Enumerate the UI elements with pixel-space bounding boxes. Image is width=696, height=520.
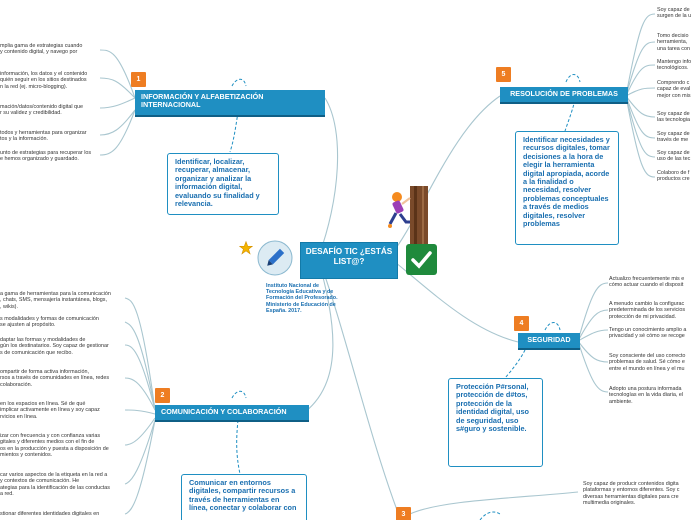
topic-3-number: 3 (396, 507, 411, 520)
topic-5-number: 5 (496, 67, 511, 82)
res-item-4: Comprendo c capaz de eval mejor con mis (657, 80, 691, 99)
res-item-6: Soy capaz de través de me (657, 131, 690, 144)
topic-2-number: 2 (155, 388, 170, 403)
res-item-1: Soy capaz de surgen de la u (657, 7, 692, 20)
summary-informacion[interactable]: Identificar, localizar, recuperar, almac… (167, 153, 279, 215)
info-item-1: mplia gama de estrategias cuando y conte… (0, 43, 83, 56)
com-item-1: a gama de herramientas para la comunicac… (0, 291, 111, 310)
com-item-4: ompartir de forma activa información, rs… (0, 369, 110, 388)
topic-4-number: 4 (514, 316, 529, 331)
com-item-5: en los espacios en línea. Sé de qué impl… (0, 401, 100, 420)
com-item-8: stionar diferentes identidades digitales… (0, 511, 100, 517)
res-item-2: Tomo decisio herramienta, una tarea con (657, 33, 690, 52)
check-icon (406, 244, 437, 275)
info-item-2: información, los datos y el contenido qu… (0, 71, 88, 90)
topic-1-number: 1 (131, 72, 146, 87)
summary-seguridad[interactable]: Protección P#rsonal, protección de d#tos… (448, 378, 543, 467)
res-item-3: Mantengo info tecnológicos. (657, 59, 692, 72)
seg-item-5: Adopto una postura informada tecnologías… (609, 386, 684, 405)
info-item-4: todos y herramientas para organizar tos … (0, 130, 87, 143)
seg-item-1: Actualizo frecuentemente mis e cómo actu… (609, 276, 685, 289)
seg-item-4: Soy consciente del uso correcto problema… (609, 353, 686, 372)
com-item-7: car varios aspectos de la etiqueta en la… (0, 472, 110, 498)
climber-illustration (388, 186, 428, 244)
topic-comunicacion[interactable]: COMUNICACIÓN Y COLABORACIÓN (155, 405, 309, 422)
creacion-item-1: Soy capaz de producir contenidos digita … (583, 481, 680, 507)
seg-item-2: A menudo cambio la configurac predetermi… (609, 301, 686, 320)
topic-resolucion[interactable]: RESOLUCIÓN DE PROBLEMAS (500, 87, 628, 104)
info-item-3: mación/datos/contenido digital que r su … (0, 104, 84, 117)
com-item-3: daptar las formas y modalidades de gún l… (0, 337, 109, 356)
com-item-2: s modalidades y formas de comunicación s… (0, 316, 99, 329)
seg-item-3: Tengo un conocimiento amplio a privacida… (609, 327, 687, 340)
res-item-8: Colaboro de f productos cre (657, 170, 690, 183)
topic-seguridad[interactable]: SEGURIDAD (518, 333, 580, 350)
topic-informacion[interactable]: INFORMACIÓN Y ALFABETIZACIÓN INTERNACION… (135, 90, 325, 117)
credit-text: Instituto Nacional de Tecnología Educati… (266, 283, 338, 314)
star-icon (239, 241, 253, 255)
pencil-icon (257, 240, 293, 276)
central-topic[interactable]: DESAFÍO TIC ¿ESTÁS LIST@? (300, 242, 398, 279)
summary-comunicacion[interactable]: Comunicar en entornos digitales, compart… (181, 474, 307, 520)
com-item-6: izar con frecuencia y con confianza vari… (0, 433, 109, 459)
res-item-5: Soy capaz de las tecnologia (657, 111, 690, 124)
res-item-7: Soy capaz de uso de las tec (657, 150, 691, 163)
info-item-5: unto de estrategias para recuperar los e… (0, 150, 92, 163)
summary-resolucion[interactable]: Identificar necesidades y recursos digit… (515, 131, 619, 245)
